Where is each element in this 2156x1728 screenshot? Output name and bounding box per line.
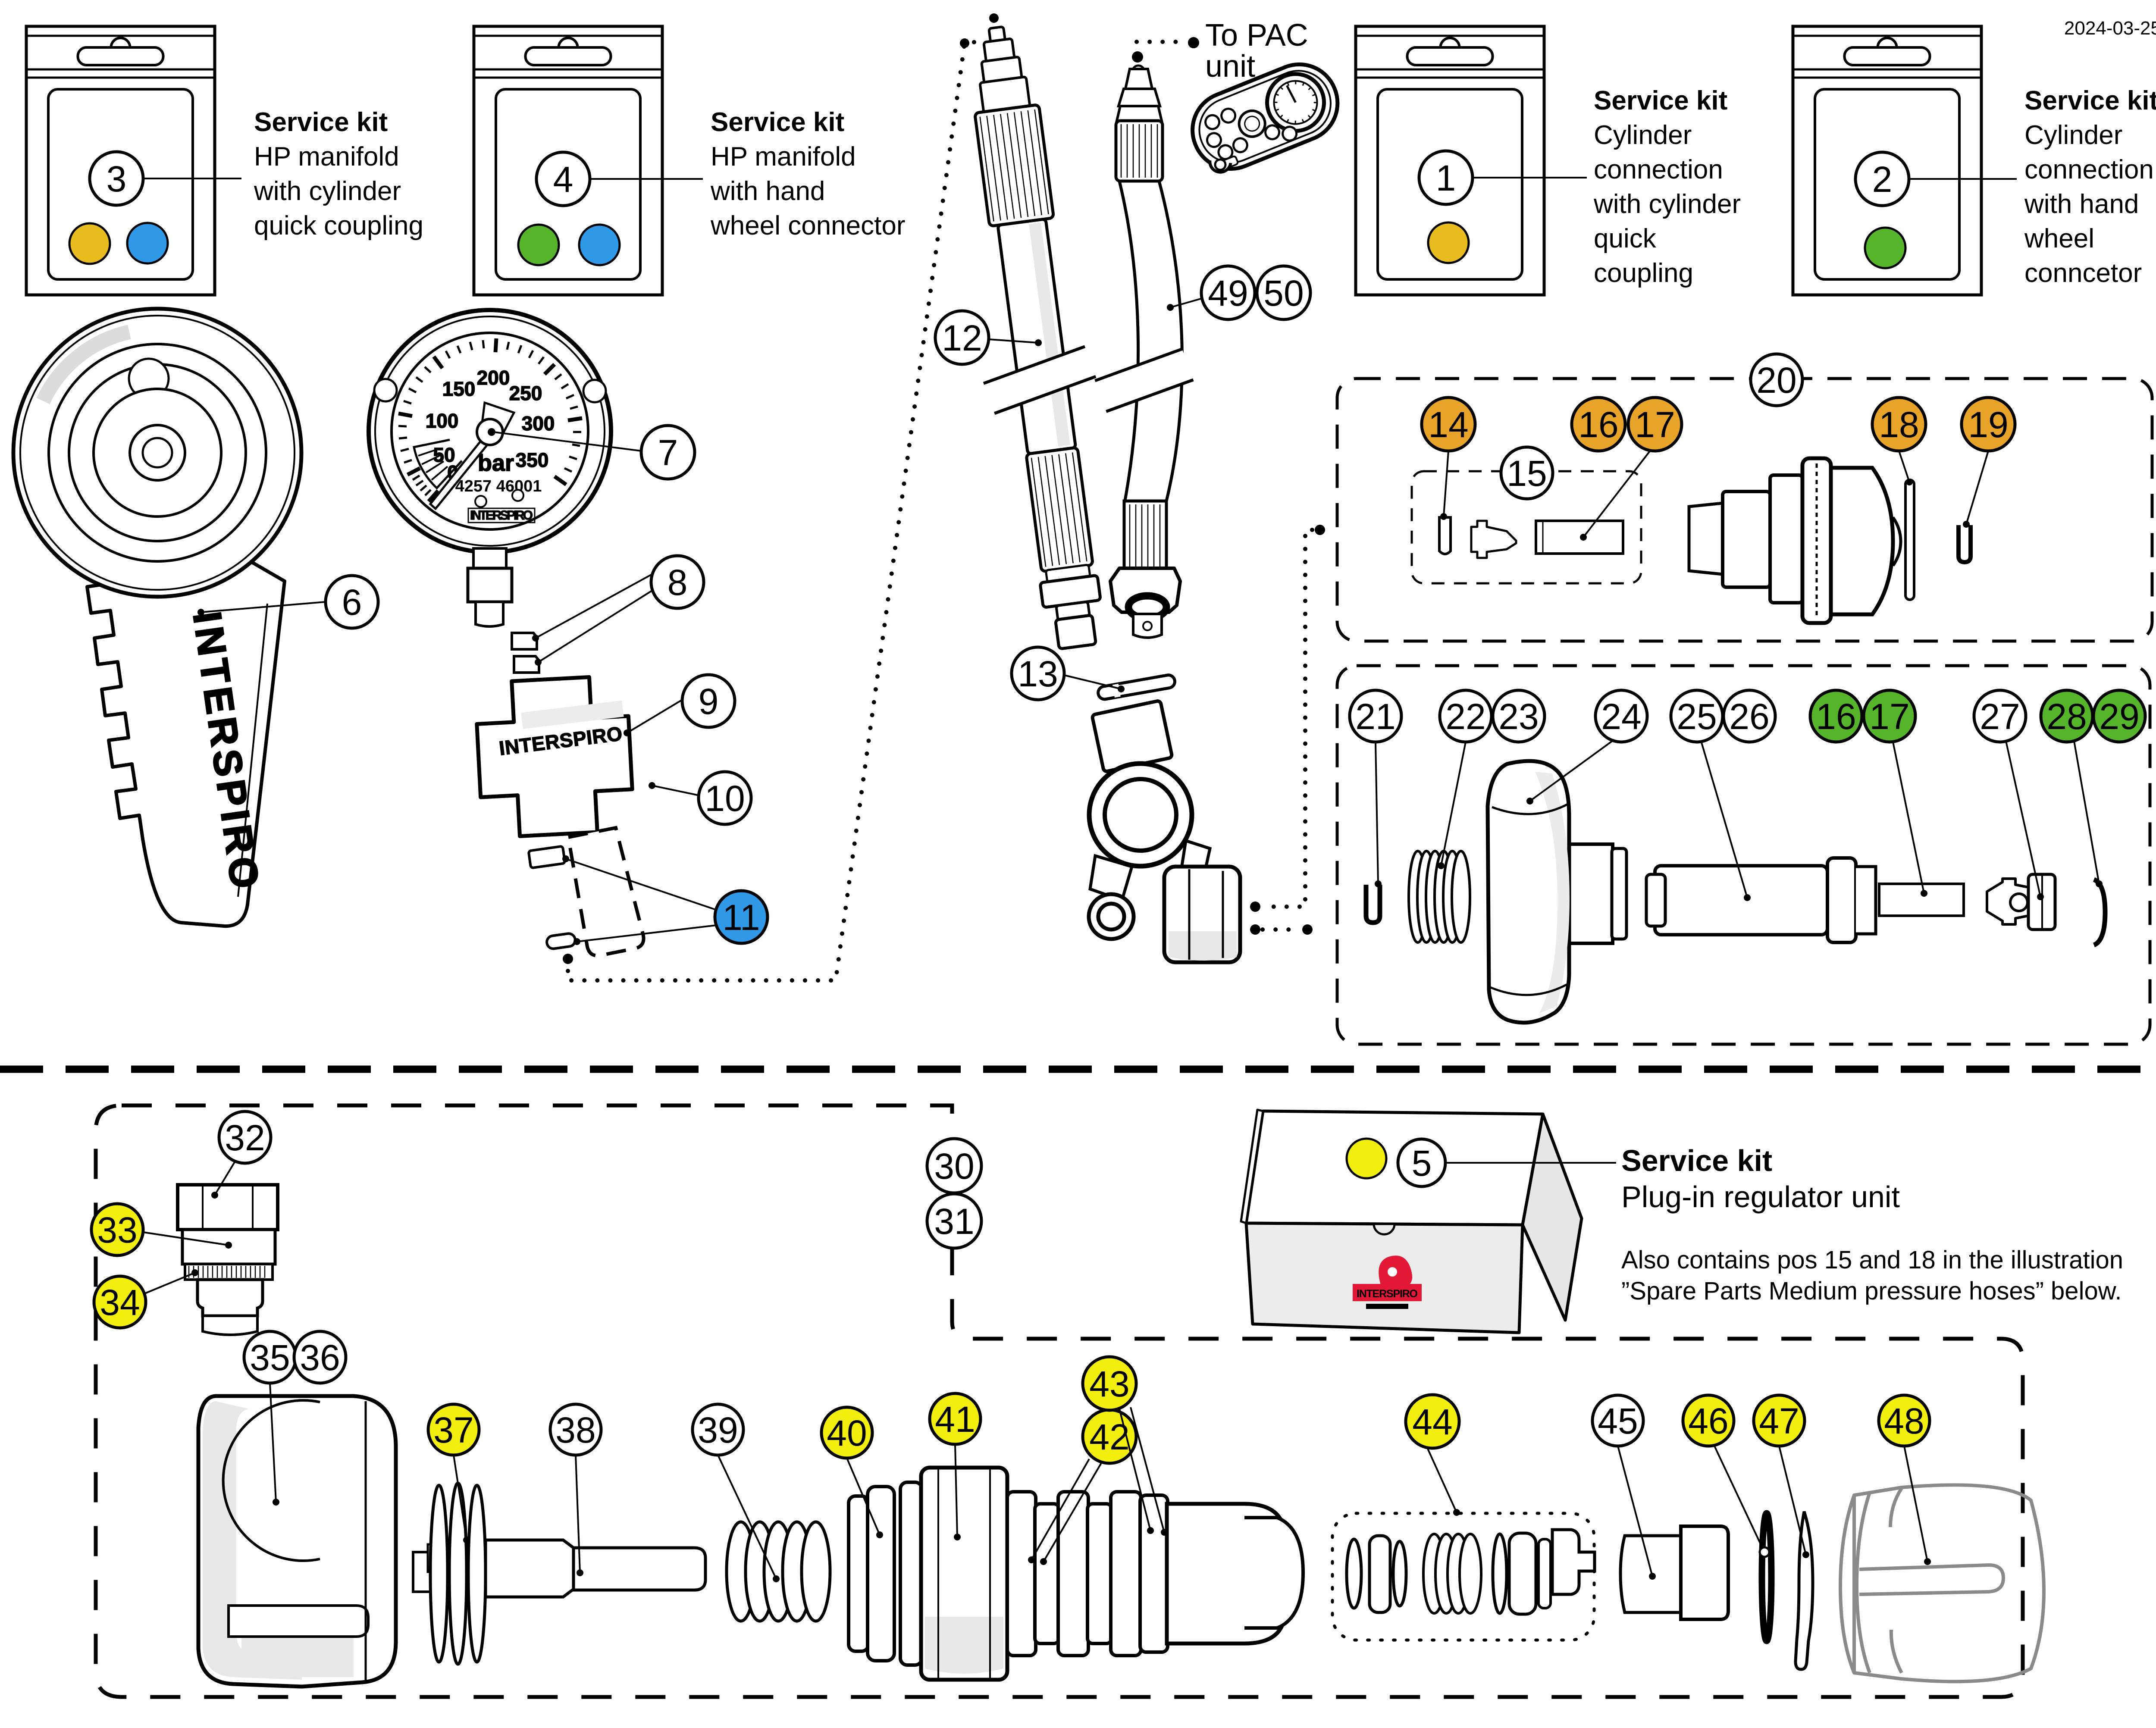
svg-text:4257 46001: 4257 46001: [455, 477, 542, 495]
svg-text:29: 29: [2099, 696, 2139, 737]
svg-text:11: 11: [722, 897, 760, 938]
svg-text:14: 14: [1428, 404, 1468, 445]
svg-text:350: 350: [516, 449, 549, 471]
svg-text:4: 4: [553, 159, 573, 200]
svg-text:Plug-in regulator unit: Plug-in regulator unit: [1621, 1180, 1900, 1214]
svg-text:49: 49: [1208, 273, 1248, 313]
svg-text:with hand: with hand: [710, 176, 825, 206]
svg-text:24: 24: [1601, 696, 1641, 737]
svg-text:27: 27: [1980, 696, 2020, 737]
svg-text:50: 50: [1263, 273, 1304, 313]
svg-text:”Spare Parts Medium pressure h: ”Spare Parts Medium pressure hoses” belo…: [1621, 1277, 2122, 1305]
svg-text:250: 250: [509, 382, 542, 404]
svg-text:16: 16: [1578, 404, 1618, 445]
svg-text:conncetor: conncetor: [2024, 258, 2142, 288]
svg-text:Cylinder: Cylinder: [2024, 120, 2122, 150]
svg-text:1: 1: [1436, 158, 1456, 198]
svg-text:unit: unit: [1205, 49, 1255, 84]
svg-text:HP manifold: HP manifold: [254, 142, 399, 172]
svg-text:35: 35: [250, 1337, 290, 1378]
svg-text:33: 33: [97, 1210, 137, 1250]
svg-text:INTERSPIRO: INTERSPIRO: [1357, 1288, 1418, 1300]
svg-text:16: 16: [1816, 696, 1856, 737]
svg-text:coupling: coupling: [1594, 258, 1693, 288]
svg-text:2: 2: [1872, 159, 1893, 200]
svg-text:20: 20: [1756, 360, 1796, 401]
svg-text:48: 48: [1884, 1401, 1924, 1441]
svg-text:25: 25: [1677, 696, 1717, 737]
svg-text:17: 17: [1635, 404, 1675, 445]
svg-text:Service kit: Service kit: [2024, 86, 2156, 116]
svg-text:30: 30: [934, 1146, 974, 1186]
svg-text:bar: bar: [478, 450, 514, 476]
svg-text:wheel connector: wheel connector: [710, 211, 906, 241]
svg-text:6: 6: [342, 582, 362, 623]
svg-text:44: 44: [1412, 1402, 1452, 1442]
svg-text:quick: quick: [1594, 224, 1657, 254]
svg-text:40: 40: [827, 1413, 867, 1453]
svg-text:32: 32: [225, 1118, 265, 1158]
svg-text:with hand: with hand: [2024, 189, 2139, 219]
svg-text:connection: connection: [1594, 155, 1723, 185]
svg-text:5: 5: [1412, 1143, 1432, 1183]
svg-text:18: 18: [1879, 404, 1919, 445]
svg-text:41: 41: [935, 1399, 975, 1440]
svg-text:INTERSPIRO: INTERSPIRO: [470, 508, 533, 523]
svg-text:23: 23: [1498, 696, 1539, 737]
svg-text:200: 200: [477, 366, 510, 389]
svg-text:with cylinder: with cylinder: [254, 176, 401, 206]
svg-text:8: 8: [667, 562, 688, 603]
svg-text:39: 39: [698, 1410, 738, 1450]
svg-text:36: 36: [300, 1337, 340, 1378]
svg-text:HP manifold: HP manifold: [711, 142, 856, 172]
svg-text:45: 45: [1598, 1401, 1638, 1441]
svg-text:46: 46: [1688, 1401, 1728, 1441]
svg-text:17: 17: [1869, 696, 1909, 737]
svg-text:26: 26: [1729, 696, 1769, 737]
svg-text:Service kit: Service kit: [254, 107, 388, 137]
svg-text:10: 10: [705, 778, 745, 819]
svg-text:22: 22: [1445, 696, 1485, 737]
svg-text:Service kit: Service kit: [1621, 1144, 1772, 1177]
svg-text:13: 13: [1018, 654, 1058, 694]
svg-text:connection: connection: [2024, 155, 2154, 185]
svg-text:To PAC: To PAC: [1205, 18, 1308, 53]
svg-text:21: 21: [1355, 696, 1395, 737]
svg-text:with cylinder: with cylinder: [1593, 189, 1741, 219]
svg-text:31: 31: [934, 1201, 974, 1242]
svg-text:wheel: wheel: [2024, 224, 2094, 254]
svg-text:12: 12: [942, 318, 982, 358]
svg-text:300: 300: [522, 412, 555, 435]
svg-text:Service kit: Service kit: [1594, 86, 1727, 116]
svg-text:37: 37: [433, 1410, 473, 1450]
svg-text:43: 43: [1089, 1364, 1129, 1404]
svg-text:28: 28: [2046, 696, 2087, 737]
svg-text:15: 15: [1507, 453, 1547, 494]
svg-text:quick coupling: quick coupling: [254, 211, 423, 241]
svg-text:Cylinder: Cylinder: [1594, 120, 1692, 150]
svg-text:100: 100: [426, 410, 459, 432]
svg-text:19: 19: [1968, 404, 2008, 445]
svg-text:34: 34: [100, 1282, 140, 1323]
svg-text:9: 9: [699, 681, 719, 722]
svg-text:38: 38: [555, 1410, 595, 1450]
svg-text:50: 50: [433, 444, 455, 466]
svg-text:Also contains pos 15 and 18 in: Also contains pos 15 and 18 in the illus…: [1621, 1246, 2123, 1274]
svg-text:7: 7: [658, 432, 678, 473]
svg-text:Service kit: Service kit: [711, 107, 844, 137]
svg-text:150: 150: [442, 378, 476, 400]
svg-text:47: 47: [1759, 1401, 1799, 1441]
svg-text:2024-03-25: 2024-03-25: [2064, 18, 2156, 39]
svg-text:3: 3: [107, 159, 127, 199]
